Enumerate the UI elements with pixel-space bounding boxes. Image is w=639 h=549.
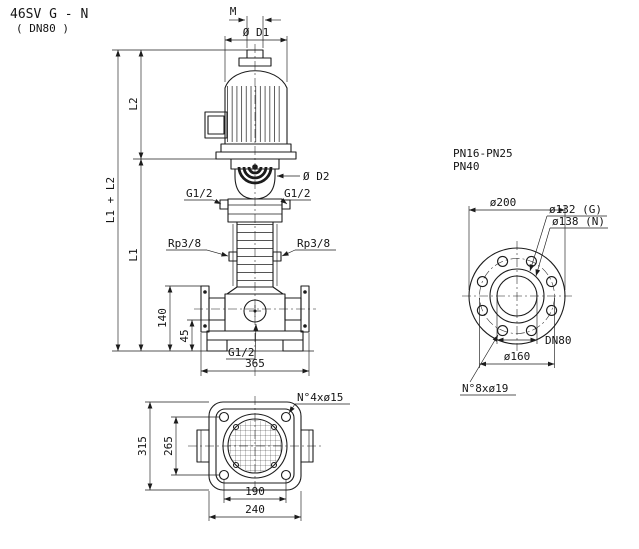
dim-315-label: 315 [136, 436, 149, 456]
pump-base [112, 285, 316, 352]
drain-boss [243, 299, 267, 323]
dim-l1l2-label: L1 + L2 [104, 177, 117, 223]
bolt-note-4: N°4xø15 [288, 391, 350, 414]
dim-45: 45 [178, 319, 209, 351]
dim-l1-label: L1 [127, 248, 140, 261]
rp38-right-label: Rp3/8 [297, 237, 330, 250]
dim-365: 365 [200, 333, 310, 376]
bolt-note-8: N°8xø19 [460, 334, 516, 396]
dim-240-label: 240 [245, 503, 265, 516]
g12-port-left [219, 199, 229, 210]
rp38-left-label: Rp3/8 [168, 237, 201, 250]
dim-265-label: 265 [162, 436, 175, 456]
dim-240: 240 [208, 491, 302, 521]
dim-140: 140 [156, 285, 201, 351]
pn-rating-line1: PN16-PN25 [453, 147, 513, 160]
g12-left-label: G1/2 [186, 187, 213, 200]
dim-d160-label: ø160 [504, 350, 531, 363]
rp38-port-right [272, 251, 282, 262]
terminal-box [204, 111, 228, 139]
dim-heights: L1 + L2 L2 L1 [104, 49, 247, 351]
dim-d138-label: ø138 (N) [552, 215, 605, 228]
dim-d200-label: ø200 [490, 196, 517, 209]
size-title: ( DN80 ) [16, 22, 69, 35]
g12-bottom-label: G1/2 [226, 323, 259, 360]
rp38-port-left [228, 251, 238, 262]
front-view: M Ø D1 L1 + L2 L2 L1 Ø D2 G1/2 [104, 5, 336, 376]
dim-365-label: 365 [245, 357, 265, 370]
g12-bottom-text: G1/2 [228, 346, 255, 359]
model-title: 46SV G - N [10, 7, 88, 22]
fan-guard-grid [229, 420, 281, 472]
stage-column [228, 221, 282, 288]
rp38-labels: Rp3/8 Rp3/8 [166, 237, 336, 257]
top-view: N°4xø15 315 265 190 [136, 391, 350, 521]
dim-gasket: ø132 (G) ø138 (N) [529, 203, 608, 277]
dim-d2-label: Ø D2 [303, 170, 330, 183]
dim-d1: Ø D1 [224, 26, 288, 82]
dim-140-label: 140 [156, 308, 169, 328]
dim-m-label: M [230, 5, 237, 18]
dim-45-label: 45 [178, 329, 191, 342]
flange-view: PN16-PN25 PN40 ø200 ø132 (G) [453, 147, 608, 396]
dim-m: M [229, 5, 281, 48]
dim-d160: ø160 [479, 298, 555, 368]
bolt-holes [476, 255, 558, 337]
dim-265: 265 [162, 416, 219, 476]
dim-315: 315 [136, 401, 209, 491]
dim-d2: Ø D2 [277, 170, 330, 183]
bolt-note-8-label: N°8xø19 [462, 382, 508, 395]
g12-right-label: G1/2 [284, 187, 311, 200]
dim-190-label: 190 [245, 485, 265, 498]
dim-190: 190 [223, 480, 287, 503]
g12-labels: G1/2 G1/2 [184, 187, 311, 205]
title-block: 46SV G - N ( DN80 ) [10, 7, 88, 35]
motor-fins [227, 86, 283, 142]
bolt-note-4-label: N°4xø15 [297, 391, 343, 404]
anchor-holes [218, 411, 292, 481]
dim-d200: ø200 [468, 196, 566, 290]
pn-rating-line2: PN40 [453, 160, 480, 173]
dim-dn80-label: DN80 [545, 334, 572, 347]
dim-d1-label: Ø D1 [243, 26, 270, 39]
dim-d132-label: ø132 (G) [549, 203, 602, 216]
fan-guard-screws [232, 423, 278, 469]
dim-l2-label: L2 [127, 97, 140, 110]
